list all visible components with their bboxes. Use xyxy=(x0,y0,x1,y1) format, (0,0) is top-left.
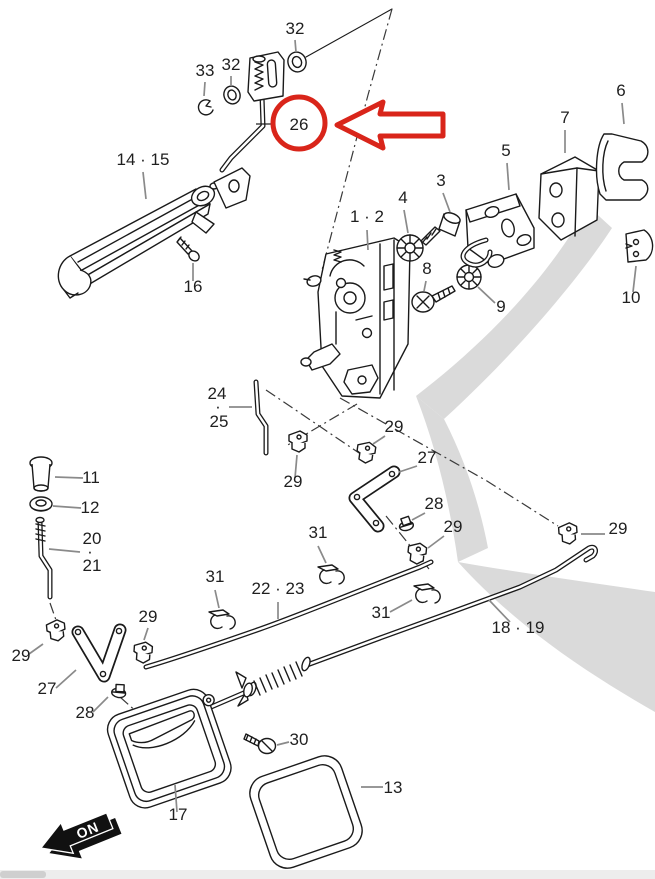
highlight-arrow-annotation xyxy=(334,99,446,151)
part-label-27-35: 27 xyxy=(38,679,57,698)
horizontal-scrollbar-track[interactable] xyxy=(0,870,655,879)
part-label-dot-16: · xyxy=(215,397,221,416)
part-handle-14-15 xyxy=(57,167,251,299)
part-shim-6 xyxy=(595,133,649,201)
part-label-29-22: 29 xyxy=(444,517,463,536)
highlight-circle-annotation xyxy=(270,94,328,152)
part-label-28-36: 28 xyxy=(76,703,95,722)
part-label-29-37: 29 xyxy=(139,607,158,626)
part-clip-31-a xyxy=(208,609,236,630)
part-rod-24-25 xyxy=(253,379,269,456)
part-crank-27-left xyxy=(71,623,127,683)
part-label-29-34: 29 xyxy=(12,646,31,665)
part-grommet-12 xyxy=(29,496,53,512)
part-clip-31-c xyxy=(413,583,441,604)
part-label-30-39: 30 xyxy=(290,730,309,749)
part-washer-9 xyxy=(456,264,482,290)
part-label-20-31: 20 xyxy=(83,529,102,548)
part-knob-11 xyxy=(29,456,53,492)
part-label-dot-32: · xyxy=(87,542,93,561)
part-crank-27-mid xyxy=(348,465,401,533)
part-label-32-2: 32 xyxy=(222,55,241,74)
part-label-1-2-6: 1 · 2 xyxy=(350,207,384,226)
part-rod-26 xyxy=(219,51,285,173)
part-label-31-24: 31 xyxy=(206,567,225,586)
part-label-29-18: 29 xyxy=(284,472,303,491)
front-marker-text: ON xyxy=(74,818,101,841)
front-direction-marker: ON xyxy=(39,811,122,859)
part-label-3-8: 3 xyxy=(436,171,445,190)
part-label-11-29: 11 xyxy=(82,468,100,487)
part-gasket-13 xyxy=(249,755,363,869)
part-label-5-11: 5 xyxy=(501,141,510,160)
part-label-7-12: 7 xyxy=(560,108,569,127)
part-label-22-23-27: 22 · 23 xyxy=(252,579,305,598)
part-label-29-23: 29 xyxy=(609,519,628,538)
leader-lines xyxy=(28,39,637,813)
part-label-9-10: 9 xyxy=(496,297,505,316)
part-clip-29-d xyxy=(557,522,578,545)
part-cushion-7 xyxy=(538,156,600,241)
part-screw-8 xyxy=(411,285,456,313)
part-clip-29-c xyxy=(407,542,428,565)
part-label-10-14: 10 xyxy=(622,288,641,307)
part-clip-28-left xyxy=(111,683,127,699)
horizontal-scrollbar[interactable] xyxy=(0,870,655,879)
part-clip-29-e xyxy=(45,619,66,642)
part-label-24-15: 24 xyxy=(208,384,227,403)
part-lock-assembly-1-2 xyxy=(300,237,411,399)
part-label-31-26: 31 xyxy=(372,603,391,622)
part-washer-32-top xyxy=(287,51,307,73)
part-washer-4 xyxy=(396,234,424,262)
part-rod-18-19 xyxy=(157,544,598,732)
part-clip-29-b xyxy=(356,441,377,464)
part-clip-29-a xyxy=(288,430,308,453)
part-screw-16 xyxy=(176,236,200,262)
part-clip-33 xyxy=(197,99,214,116)
part-label-17-38: 17 xyxy=(169,805,188,824)
part-label-16-5: 16 xyxy=(184,277,203,296)
part-label-29-19: 29 xyxy=(385,417,404,436)
part-label-27-20: 27 xyxy=(418,448,437,467)
part-label-8-9: 8 xyxy=(422,259,431,278)
part-screw-30 xyxy=(243,733,277,755)
part-label-12-30: 12 xyxy=(81,498,100,517)
part-screw-3 xyxy=(420,212,461,246)
part-label-21-33: 21 xyxy=(83,556,102,575)
part-rod-22-23 xyxy=(143,559,434,670)
part-label-6-13: 6 xyxy=(616,81,625,100)
part-clip-29-f xyxy=(133,641,154,664)
horizontal-scrollbar-thumb[interactable] xyxy=(0,871,46,878)
part-rod-20-21 xyxy=(35,516,53,600)
part-striker-5 xyxy=(460,193,535,268)
part-bezel-17 xyxy=(106,688,232,809)
highlight-annotation xyxy=(270,94,446,152)
part-label-4-7: 4 xyxy=(398,188,407,207)
part-clip-31-b xyxy=(317,564,345,585)
part-label-18-19-28: 18 · 19 xyxy=(492,618,545,637)
part-label-31-25: 31 xyxy=(309,523,328,542)
part-label-33-1: 33 xyxy=(196,61,215,80)
part-label-25-17: 25 xyxy=(210,412,229,431)
rod-spring-coil xyxy=(253,661,303,696)
part-bracket-10 xyxy=(625,229,654,263)
part-label-14-15-4: 14 · 15 xyxy=(117,150,170,169)
part-label-13-40: 13 xyxy=(384,778,403,797)
part-label-32-0: 32 xyxy=(286,19,305,38)
part-label-26-3: 26 xyxy=(290,115,309,134)
background-swoosh xyxy=(416,206,655,712)
part-label-28-21: 28 xyxy=(425,494,444,513)
part-clip-28-mid xyxy=(398,515,415,532)
part-washer-32-left xyxy=(223,85,241,105)
